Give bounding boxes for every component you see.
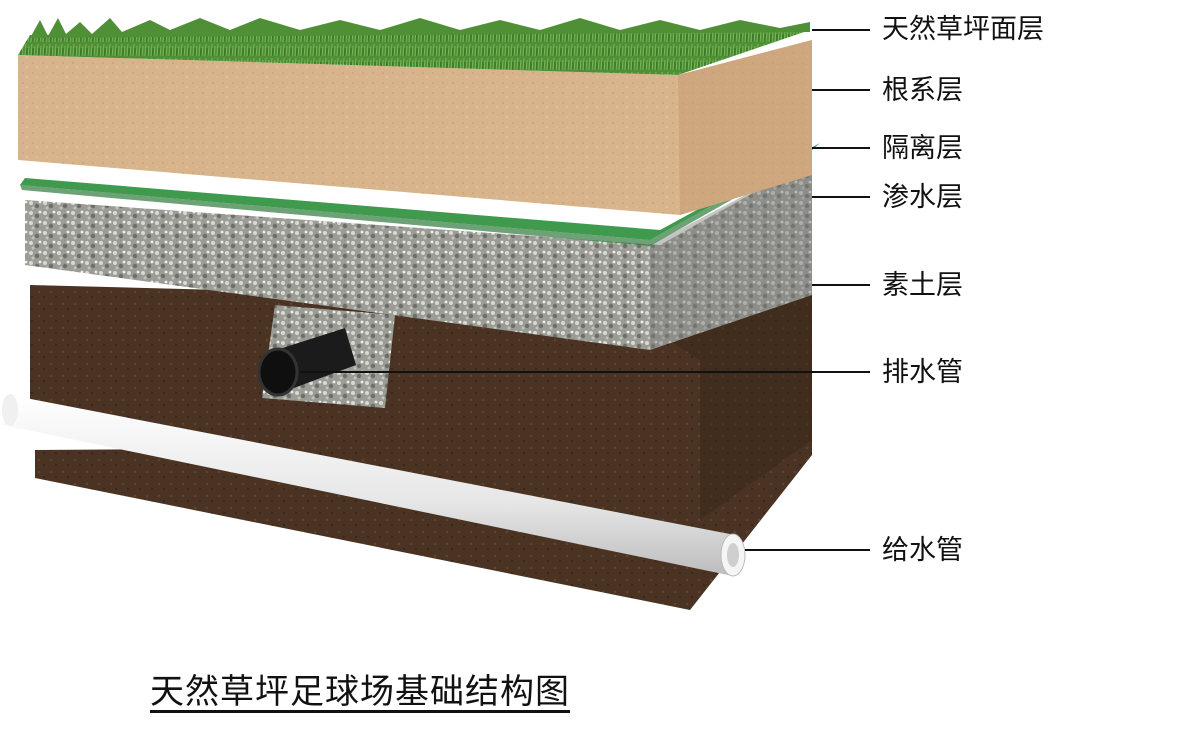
isolation-layer-label: 隔离层 bbox=[882, 133, 963, 164]
seepage-layer bbox=[25, 160, 812, 350]
root-layer-label: 根系层 bbox=[882, 75, 963, 106]
turf-layer-label: 天然草坪面层 bbox=[882, 14, 1044, 45]
root-layer bbox=[18, 40, 812, 215]
water-pipe-label: 给水管 bbox=[882, 535, 963, 566]
soil-layer-label: 素土层 bbox=[882, 270, 963, 301]
seepage-layer-label: 渗水层 bbox=[882, 182, 963, 213]
diagram-caption: 天然草坪足球场基础结构图 bbox=[150, 672, 570, 712]
turf-surface bbox=[18, 18, 810, 75]
water-pipe-illustration bbox=[2, 394, 746, 577]
drain-pipe-label: 排水管 bbox=[882, 357, 963, 388]
drain-pipe-illustration bbox=[257, 305, 395, 408]
isolation-membrane bbox=[20, 143, 820, 240]
